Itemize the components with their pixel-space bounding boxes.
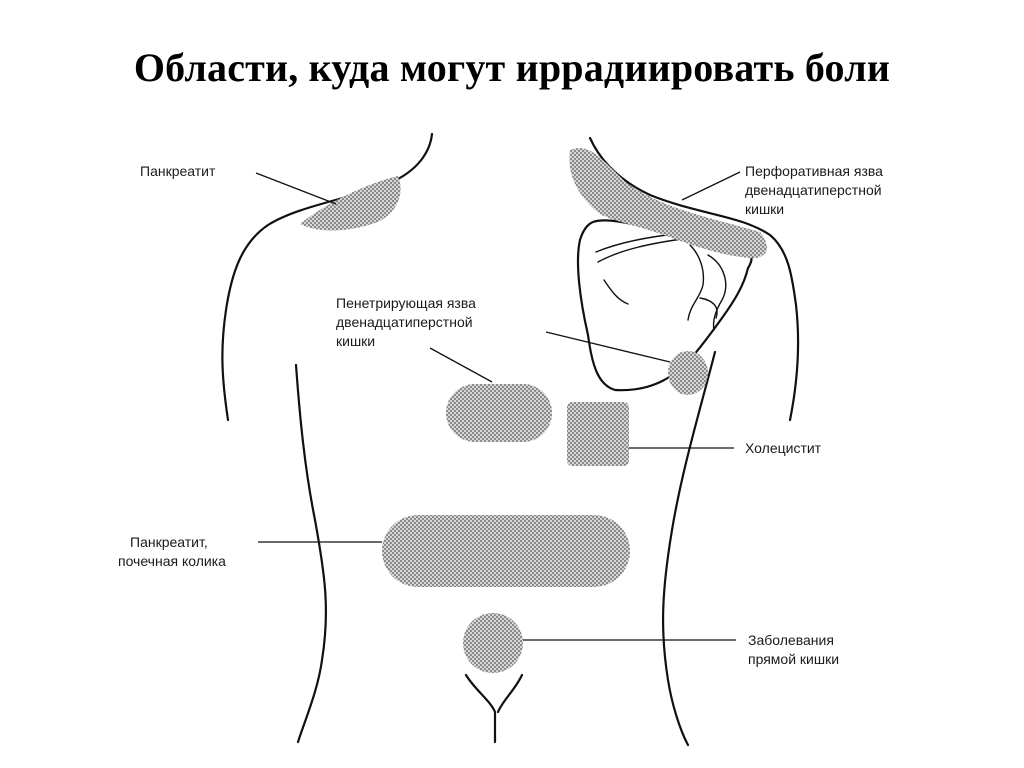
- label-line: двенадцатиперстной: [745, 182, 882, 198]
- label-line: прямой кишки: [748, 651, 839, 667]
- label-line: Панкреатит: [140, 163, 216, 179]
- pain-area-scapula-tip: [668, 351, 708, 395]
- label-perforated-ulcer: Перфоративная язва двенадцатиперстной ки…: [745, 163, 887, 217]
- leader-lines: [255, 171, 741, 641]
- left-neck-shoulder-line: [221, 132, 434, 422]
- leader-penetrating-ulcer-1: [429, 347, 493, 383]
- label-line: Перфоративная язва: [745, 163, 883, 179]
- pain-area-right-shoulder: [569, 148, 768, 258]
- text-labels: Панкреатит Перфоративная язва двенадцати…: [118, 163, 887, 667]
- label-rectal-disease: Заболевания прямой кишки: [748, 632, 839, 667]
- leader-penetrating-ulcer-2: [545, 331, 671, 363]
- pain-area-cholecystitis: [567, 402, 629, 466]
- right-neck-shoulder-line: [588, 136, 800, 422]
- coracoid-line: [699, 297, 718, 319]
- left-torso-line: [294, 363, 328, 744]
- label-line: Пенетрирующая язва: [336, 295, 476, 311]
- label-line: Холецистит: [745, 440, 822, 456]
- acromion-line: [687, 244, 705, 321]
- label-line: кишки: [745, 201, 784, 217]
- groin-right-line: [496, 673, 524, 714]
- pain-area-left-shoulder: [300, 176, 401, 231]
- label-line: двенадцатиперстной: [336, 314, 473, 330]
- body-outline: [221, 132, 800, 747]
- right-torso-line: [661, 350, 717, 747]
- label-pancreatitis-shoulder: Панкреатит: [140, 163, 216, 179]
- page-title: Области, куда могут иррадиировать боли: [133, 45, 891, 90]
- leader-perforated-ulcer: [681, 171, 741, 201]
- glenoid-line: [707, 254, 727, 331]
- label-cholecystitis: Холецистит: [745, 440, 822, 456]
- label-line: почечная колика: [118, 553, 226, 569]
- label-line: Заболевания: [748, 632, 834, 648]
- label-line: Панкреатит,: [130, 534, 208, 550]
- pain-area-sacral: [463, 613, 523, 673]
- pain-areas: [300, 148, 768, 673]
- label-penetrating-ulcer: Пенетрирующая язва двенадцатиперстной ки…: [336, 295, 480, 349]
- pain-area-penetrating-ulcer: [446, 384, 552, 442]
- groin-left-line: [464, 673, 497, 744]
- label-line: кишки: [336, 333, 375, 349]
- label-pancreatitis-renal: Панкреатит, почечная колика: [118, 534, 226, 569]
- scapula-inner-line: [603, 279, 629, 305]
- pain-area-lower-back: [382, 515, 630, 587]
- leader-pancreatitis-shoulder: [255, 172, 337, 205]
